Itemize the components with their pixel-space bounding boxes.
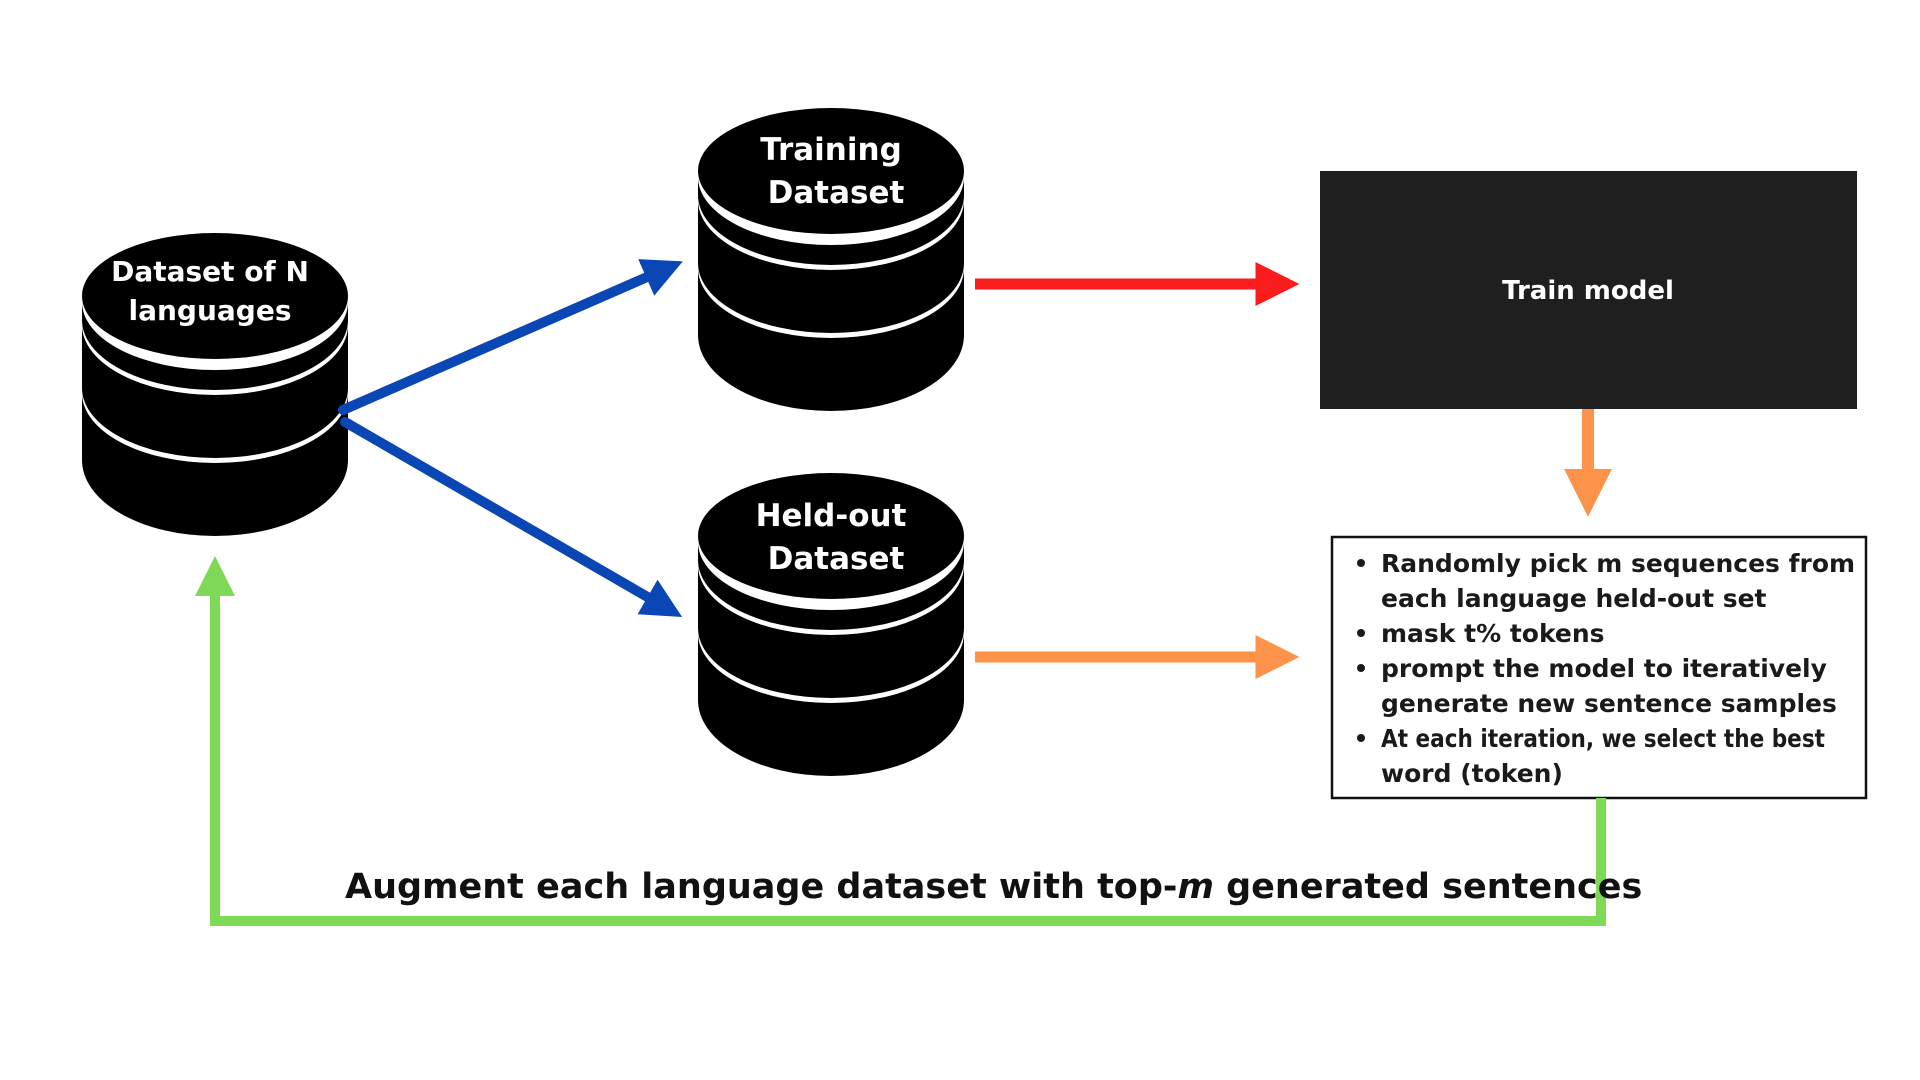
step-3-bullet — [1357, 664, 1365, 672]
step-2-bullet — [1357, 629, 1365, 637]
feedback-caption: Augment each language dataset with top-m… — [345, 867, 1642, 907]
step-4-bullet — [1357, 734, 1365, 742]
train-model-box: Train model — [1320, 171, 1857, 409]
step-4-line2: word (token) — [1381, 759, 1563, 788]
heldout-dataset-label-line2: Dataset — [768, 541, 905, 577]
training-dataset-label-line1: Training — [760, 132, 902, 168]
step-3-line1: prompt the model to iteratively — [1381, 654, 1827, 683]
heldout-dataset-label-line1: Held-out — [756, 498, 907, 534]
step-1-line1: Randomly pick m sequences from — [1381, 549, 1855, 578]
step-2-line1: mask t% tokens — [1381, 619, 1605, 648]
train-model-label: Train model — [1502, 276, 1674, 306]
source-dataset-database: Dataset of N languages — [82, 233, 348, 536]
split-to-heldout-arrow — [340, 417, 683, 618]
heldout-dataset-database: Held-out Dataset — [698, 473, 964, 776]
training-dataset-label-line2: Dataset — [768, 175, 905, 211]
caption-before: Augment each language dataset with top- — [345, 867, 1177, 907]
source-dataset-label-line1: Dataset of N — [111, 255, 309, 288]
step-1-bullet — [1357, 559, 1365, 567]
split-to-training-arrow — [338, 259, 683, 415]
caption-emphasis: m — [1177, 867, 1213, 907]
source-dataset-label-line2: languages — [129, 294, 292, 327]
step-4-line1: At each iteration, we select the best — [1381, 724, 1825, 753]
feedback-loop-arrow — [195, 555, 1606, 926]
training-dataset-database: Training Dataset — [698, 108, 964, 411]
step-1-line2: each language held-out set — [1381, 584, 1767, 613]
step-3-line2: generate new sentence samples — [1381, 689, 1837, 718]
procedure-box: Randomly pick m sequences from each lang… — [1330, 535, 1868, 800]
caption-after: generated sentences — [1214, 867, 1642, 907]
